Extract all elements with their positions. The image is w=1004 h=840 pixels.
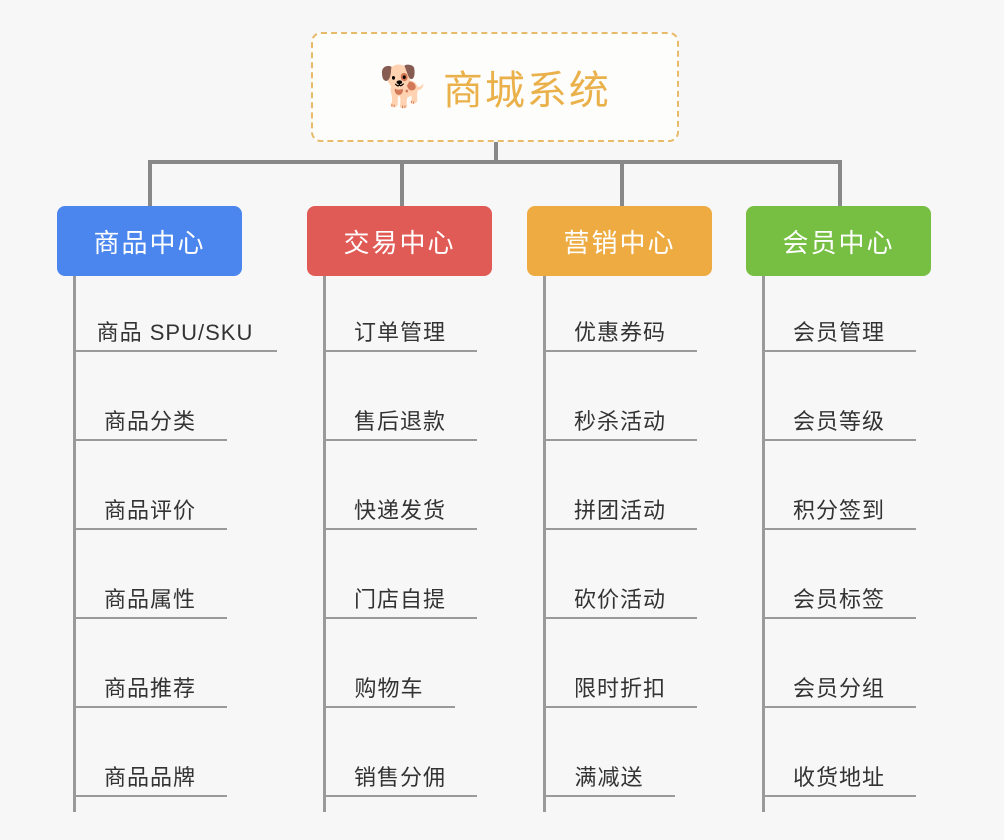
root-node[interactable]: 🐕 商城系统 [311, 32, 679, 142]
leaf-item-1-3[interactable]: 商品评价 [73, 490, 227, 530]
leaf-item-2-6[interactable]: 销售分佣 [323, 757, 477, 797]
leaf-label: 积分签到 [792, 498, 885, 523]
root-stem-connector [494, 142, 498, 164]
branch-drop-connector-4 [838, 160, 842, 206]
branch-header-label-2: 交易中心 [343, 227, 456, 258]
leaf-item-2-1[interactable]: 订单管理 [323, 312, 477, 352]
leaf-label: 限时折扣 [573, 676, 666, 701]
leaf-item-3-6[interactable]: 满减送 [543, 757, 675, 797]
leaf-label: 会员等级 [792, 409, 885, 434]
leaf-label: 商品品牌 [103, 765, 196, 790]
leaf-item-1-1[interactable]: 商品 SPU/SKU [73, 312, 277, 352]
leaf-item-3-3[interactable]: 拼团活动 [543, 490, 697, 530]
leaf-item-2-2[interactable]: 售后退款 [323, 401, 477, 441]
branch-spine-2 [323, 272, 326, 812]
branch-drop-connector-1 [148, 160, 152, 206]
leaf-label: 砍价活动 [573, 587, 666, 612]
leaf-item-4-5[interactable]: 会员分组 [762, 668, 916, 708]
branch-spine-4 [762, 272, 765, 812]
leaf-item-2-5[interactable]: 购物车 [323, 668, 455, 708]
leaf-item-1-2[interactable]: 商品分类 [73, 401, 227, 441]
leaf-item-4-4[interactable]: 会员标签 [762, 579, 916, 619]
leaf-label: 收货地址 [792, 765, 885, 790]
branch-header-1[interactable]: 商品中心 [57, 206, 242, 276]
branch-drop-connector-2 [400, 160, 404, 206]
leaf-label: 商品推荐 [103, 676, 196, 701]
branch-header-2[interactable]: 交易中心 [307, 206, 492, 276]
leaf-label: 会员管理 [792, 320, 885, 345]
leaf-item-3-1[interactable]: 优惠券码 [543, 312, 697, 352]
branch-header-label-3: 营销中心 [563, 227, 676, 258]
branch-header-label-1: 商品中心 [93, 227, 206, 258]
leaf-label: 满减送 [574, 765, 644, 790]
leaf-label: 门店自提 [353, 587, 446, 612]
leaf-label: 快递发货 [353, 498, 446, 523]
leaf-item-1-6[interactable]: 商品品牌 [73, 757, 227, 797]
leaf-item-4-3[interactable]: 积分签到 [762, 490, 916, 530]
leaf-item-2-4[interactable]: 门店自提 [323, 579, 477, 619]
leaf-item-4-6[interactable]: 收货地址 [762, 757, 916, 797]
leaf-item-4-2[interactable]: 会员等级 [762, 401, 916, 441]
branch-spine-3 [543, 272, 546, 812]
leaf-label: 会员分组 [792, 676, 885, 701]
leaf-item-3-4[interactable]: 砍价活动 [543, 579, 697, 619]
branch-drop-connector-3 [620, 160, 624, 206]
leaf-item-3-2[interactable]: 秒杀活动 [543, 401, 697, 441]
leaf-label: 订单管理 [353, 320, 446, 345]
leaf-item-2-3[interactable]: 快递发货 [323, 490, 477, 530]
branch-header-label-4: 会员中心 [782, 227, 895, 258]
leaf-label: 商品分类 [103, 409, 196, 434]
shiba-dog-face-icon: 🐕 [379, 65, 429, 109]
root-title: 商城系统 [442, 69, 611, 113]
branch-spine-1 [73, 272, 76, 812]
leaf-label: 商品 SPU/SKU [96, 320, 254, 345]
leaf-label: 会员标签 [792, 587, 885, 612]
leaf-label: 售后退款 [353, 409, 446, 434]
leaf-item-1-5[interactable]: 商品推荐 [73, 668, 227, 708]
leaf-label: 拼团活动 [573, 498, 666, 523]
leaf-label: 优惠券码 [573, 320, 666, 345]
leaf-item-4-1[interactable]: 会员管理 [762, 312, 916, 352]
leaf-label: 秒杀活动 [573, 409, 666, 434]
leaf-label: 购物车 [354, 676, 424, 701]
leaf-label: 商品评价 [103, 498, 196, 523]
leaf-item-1-4[interactable]: 商品属性 [73, 579, 227, 619]
leaf-label: 销售分佣 [353, 765, 446, 790]
branch-header-3[interactable]: 营销中心 [527, 206, 712, 276]
root-horizontal-connector [148, 160, 842, 164]
leaf-item-3-5[interactable]: 限时折扣 [543, 668, 697, 708]
branch-header-4[interactable]: 会员中心 [746, 206, 931, 276]
leaf-label: 商品属性 [103, 587, 196, 612]
